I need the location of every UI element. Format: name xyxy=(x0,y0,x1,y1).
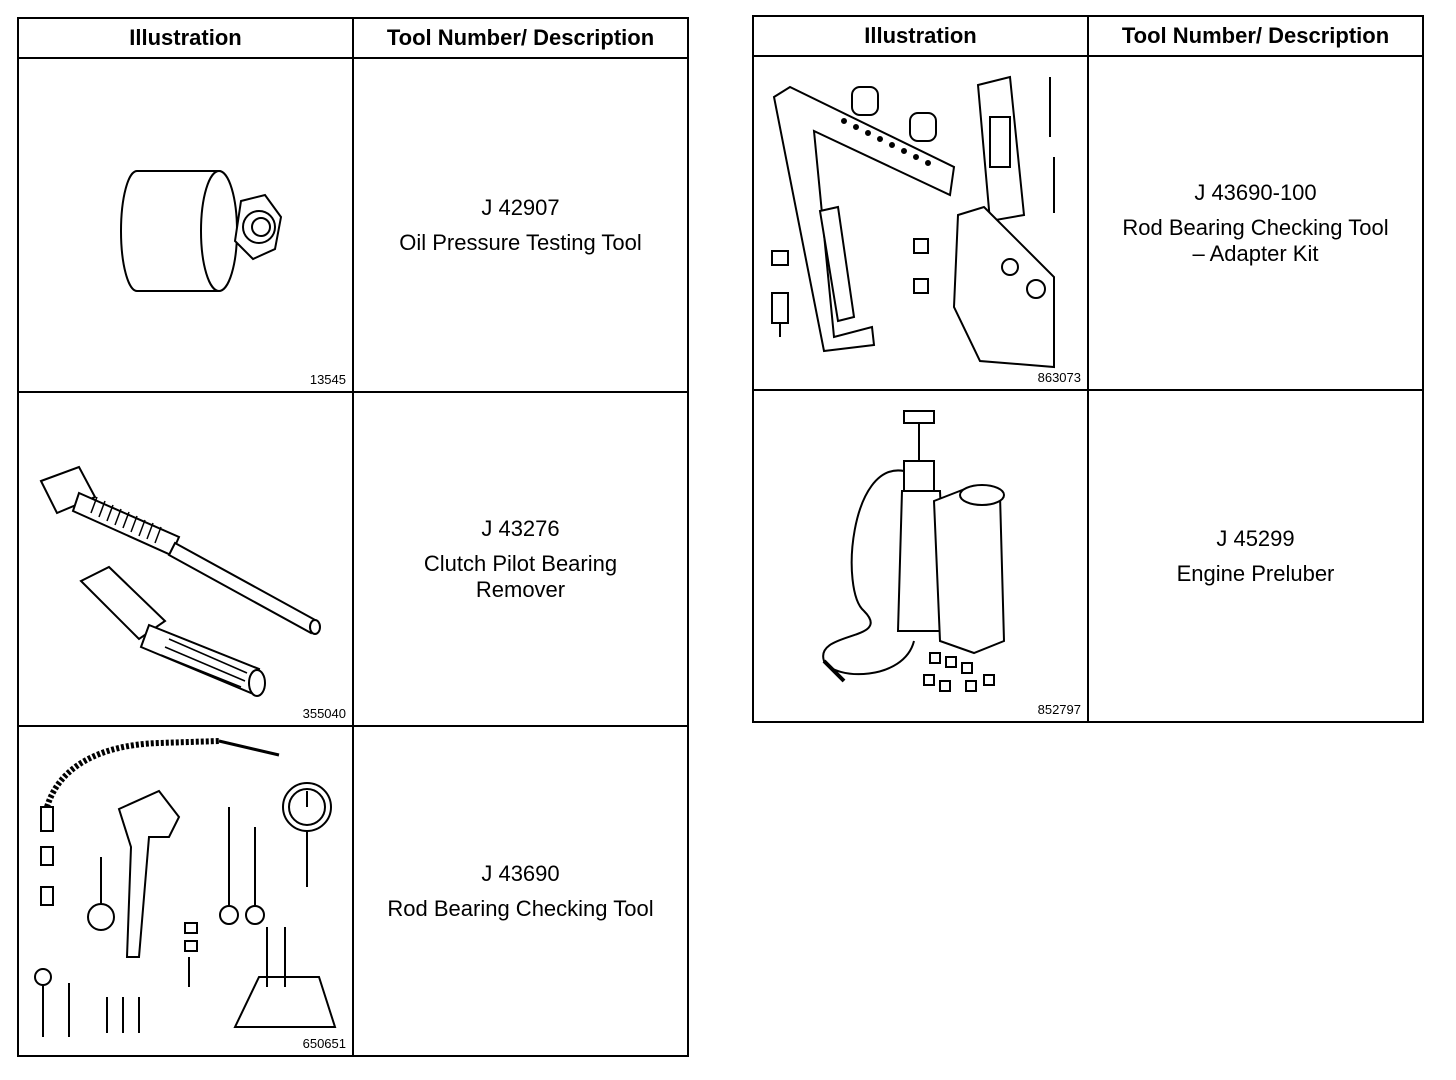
table-row: 650651 J 43690 Rod Bearing Checking Tool xyxy=(17,725,689,1057)
tool-number: J 43690-100 xyxy=(1194,180,1317,206)
figure-number: 863073 xyxy=(1037,370,1081,385)
tool-table-left: Illustration Tool Number/ Description 13… xyxy=(17,17,689,1057)
figure-number: 13545 xyxy=(309,372,346,387)
tool-number: J 42907 xyxy=(481,194,560,220)
header-illustration: Illustration xyxy=(752,15,1089,57)
header-illustration: Illustration xyxy=(17,17,354,59)
illustration-cell: 852797 xyxy=(752,389,1089,723)
bearing-remover-icon xyxy=(19,393,352,725)
header-row: Illustration Tool Number/ Description xyxy=(17,17,689,59)
description-cell: J 43690 Rod Bearing Checking Tool xyxy=(352,725,689,1057)
table-row: 13545 J 42907 Oil Pressure Testing Tool xyxy=(17,57,689,393)
tool-description: Rod Bearing Checking Tool – Adapter Kit xyxy=(1122,215,1389,266)
description-cell: J 42907 Oil Pressure Testing Tool xyxy=(352,57,689,393)
tool-description: Oil Pressure Testing Tool xyxy=(399,230,642,255)
table-row: 852797 J 45299 Engine Preluber xyxy=(752,389,1424,723)
illustration-cell: 863073 xyxy=(752,55,1089,391)
figure-number: 355040 xyxy=(302,706,346,721)
preluber-icon xyxy=(754,391,1087,721)
tool-number: J 45299 xyxy=(1216,525,1295,551)
socket-tool-icon xyxy=(19,59,352,391)
figure-number: 650651 xyxy=(302,1036,346,1051)
header-tool-description: Tool Number/ Description xyxy=(352,17,689,59)
figure-number: 852797 xyxy=(1037,702,1081,717)
tool-number: J 43690 xyxy=(481,860,560,886)
table-row: 355040 J 43276 Clutch Pilot Bearing Remo… xyxy=(17,391,689,727)
tool-description: Clutch Pilot Bearing Remover xyxy=(423,551,618,602)
illustration-cell: 650651 xyxy=(17,725,354,1057)
table-row: 863073 J 43690-100 Rod Bearing Checking … xyxy=(752,55,1424,391)
tool-table-right: Illustration Tool Number/ Description xyxy=(752,15,1424,723)
description-cell: J 45299 Engine Preluber xyxy=(1087,389,1424,723)
header-row: Illustration Tool Number/ Description xyxy=(752,15,1424,57)
description-cell: J 43276 Clutch Pilot Bearing Remover xyxy=(352,391,689,727)
adapter-kit-icon xyxy=(754,57,1087,389)
illustration-cell: 13545 xyxy=(17,57,354,393)
header-tool-description: Tool Number/ Description xyxy=(1087,15,1424,57)
tool-description: Engine Preluber xyxy=(1176,561,1335,586)
dial-indicator-kit-icon xyxy=(19,727,352,1055)
illustration-cell: 355040 xyxy=(17,391,354,727)
tool-description: Rod Bearing Checking Tool xyxy=(387,896,654,921)
description-cell: J 43690-100 Rod Bearing Checking Tool – … xyxy=(1087,55,1424,391)
tool-number: J 43276 xyxy=(481,516,560,542)
